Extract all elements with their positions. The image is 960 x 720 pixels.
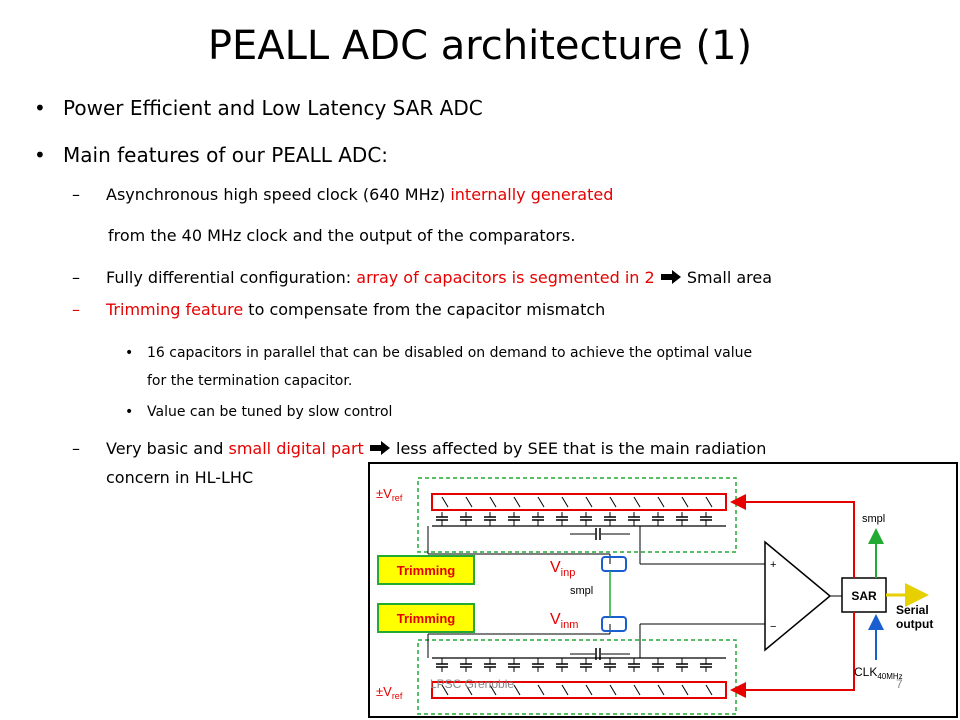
sar-block (841, 577, 887, 613)
capacitor-cell (604, 496, 617, 526)
sar-label: SAR (851, 589, 877, 603)
capacitor-cell (508, 658, 521, 696)
bottom-capacitor-array (436, 658, 713, 696)
serial-label: Serial (896, 603, 929, 617)
right-arrow-icon (369, 441, 390, 455)
output-label: output (896, 617, 933, 631)
item-differential-tail: Small area (681, 268, 773, 287)
capacitor-cell (508, 496, 521, 526)
smpl-top-label: smpl (862, 513, 885, 525)
item-digital-highlight: small digital part (228, 439, 364, 458)
trimming-label-top: Trimming (397, 563, 456, 578)
bullet-dot: • (34, 143, 46, 167)
circuit-svg: ±Vref ±Vref Trimming Trimming Vinp Vinm … (376, 477, 933, 715)
item-async-clock-text: Asynchronous high speed clock (640 MHz) (106, 185, 451, 204)
dash-marker: – (72, 268, 80, 287)
capacitor-cell (556, 658, 569, 696)
capacitor-cell (604, 658, 617, 696)
item-async-clock-continued: from the 40 MHz clock and the output of … (108, 226, 576, 245)
capacitor-cell (700, 496, 713, 526)
capacitor-cell (436, 658, 449, 696)
footer-org: LPSC Grenoble (430, 677, 515, 691)
bullet-power-efficient: Power Efficient and Low Latency SAR ADC (63, 96, 483, 120)
smpl-mid-label: smpl (570, 585, 593, 597)
bullet-dot: • (125, 404, 134, 420)
bullet-dot: • (125, 345, 134, 361)
item-differential-highlight: array of capacitors is segmented in 2 (356, 268, 655, 287)
capacitor-cell (460, 496, 473, 526)
item-differential-text: Fully differential configuration: (106, 268, 357, 287)
capacitor-cell (676, 658, 689, 696)
capacitor-cell (580, 658, 593, 696)
dash-marker: – (72, 439, 80, 458)
clk-label: CLK40MHz (854, 665, 903, 681)
slide-title: PEALL ADC architecture (1) (207, 23, 753, 69)
item-digital-continued: concern in HL-LHC (106, 468, 254, 487)
capacitor-cell (580, 496, 593, 526)
dash-marker: – (72, 185, 80, 204)
subitem-slow-control: Value can be tuned by slow control (147, 404, 393, 420)
capacitor-cell (436, 496, 449, 526)
dash-marker: – (72, 300, 80, 319)
footer-page-number: 7 (896, 677, 903, 691)
capacitor-cell (628, 496, 641, 526)
adc-circuit-diagram: ±Vref ±Vref Trimming Trimming Vinp Vinm … (368, 462, 958, 718)
comparator (764, 540, 832, 652)
svg-text:−: − (770, 621, 776, 633)
switch-inp (601, 556, 627, 572)
capacitor-cell (532, 496, 545, 526)
item-digital-part: Very basic and small digital part less a… (106, 439, 766, 458)
switch-inm (601, 616, 627, 632)
right-arrow-icon (660, 270, 681, 284)
bullet-dot: • (34, 96, 46, 120)
vref-top-label: ±Vref (376, 486, 403, 503)
capacitor-cell (652, 496, 665, 526)
capacitor-cell (460, 658, 473, 696)
item-digital-tail: less affected by SEE that is the main ra… (390, 439, 767, 458)
item-digital-text: Very basic and (106, 439, 229, 458)
top-capacitor-array (436, 496, 713, 526)
trimming-label-bottom: Trimming (397, 611, 456, 626)
item-async-clock: Asynchronous high speed clock (640 MHz) … (106, 185, 613, 204)
subitem-capacitors: 16 capacitors in parallel that can be di… (147, 345, 753, 361)
trimming-box-top (377, 555, 475, 585)
capacitor-cell (532, 658, 545, 696)
capacitor-cell (676, 496, 689, 526)
bullet-main-features: Main features of our PEALL ADC: (63, 143, 389, 167)
capacitor-cell (700, 658, 713, 696)
capacitor-cell (484, 496, 497, 526)
item-trimming-highlight: Trimming feature (106, 300, 244, 319)
bottom-red-bar (431, 681, 727, 699)
item-trimming-text: to compensate from the capacitor mismatc… (243, 300, 606, 319)
vinm-label: Vinm (550, 611, 578, 631)
item-trimming: Trimming feature to compensate from the … (106, 300, 605, 319)
capacitor-cell (484, 658, 497, 696)
capacitor-cell (628, 658, 641, 696)
item-differential: Fully differential configuration: array … (106, 268, 772, 287)
vref-bottom-label: ±Vref (376, 684, 403, 701)
vinp-label: Vinp (550, 559, 575, 579)
top-red-bar (431, 493, 727, 511)
capacitor-cell (556, 496, 569, 526)
svg-text:+: + (770, 559, 776, 571)
item-async-clock-highlight: internally generated (450, 185, 614, 204)
subitem-capacitors-continued: for the termination capacitor. (147, 373, 353, 389)
capacitor-cell (652, 658, 665, 696)
trimming-box-bottom (377, 603, 475, 633)
